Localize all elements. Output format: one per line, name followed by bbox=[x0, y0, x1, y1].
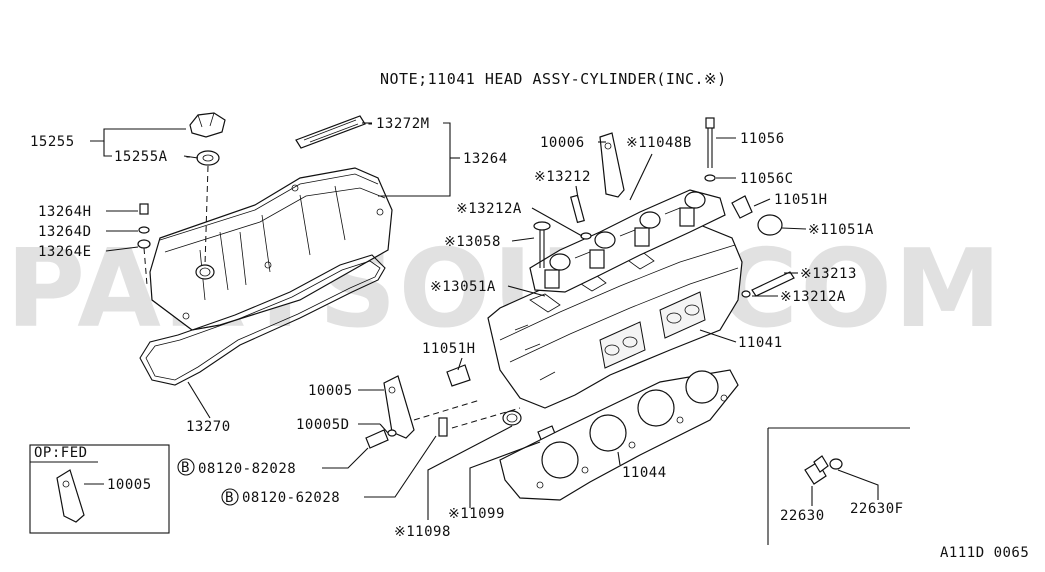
cap-alignment-line bbox=[204, 165, 209, 266]
label-15255[interactable]: 15255 bbox=[30, 134, 75, 150]
label-15255A[interactable]: 15255A bbox=[114, 149, 168, 165]
bolt-badge-circle-2 bbox=[221, 488, 239, 506]
head-bolt[interactable] bbox=[704, 117, 716, 182]
cap-gasket[interactable] bbox=[196, 150, 220, 166]
cover-bolt-parts[interactable] bbox=[137, 203, 151, 249]
temperature-sensor[interactable] bbox=[804, 455, 829, 485]
label-13272M[interactable]: 13272M bbox=[376, 116, 430, 132]
bolt-08120-82028[interactable] bbox=[365, 429, 397, 449]
label-11056[interactable]: 11056 bbox=[740, 131, 785, 147]
label-13212A[interactable]: ※13212A bbox=[456, 201, 522, 217]
label-11048B[interactable]: ※11048B bbox=[626, 135, 692, 151]
leader-lines bbox=[90, 122, 879, 520]
rear-bracket[interactable] bbox=[383, 375, 415, 439]
bolt-badge-2: B bbox=[225, 490, 234, 506]
label-13264[interactable]: 13264 bbox=[463, 151, 508, 167]
head-gasket[interactable] bbox=[499, 369, 739, 501]
diagram-code: A111D 0065 bbox=[940, 545, 1029, 561]
label-10005D[interactable]: 10005D bbox=[296, 417, 350, 433]
option-box-part: 10005 bbox=[107, 477, 152, 493]
part-labels: 15255 15255A - - 13272M 13264 13264H 132… bbox=[30, 116, 1029, 561]
camshaft-rocker-assembly[interactable] bbox=[529, 189, 726, 293]
rocker-cover-gasket[interactable] bbox=[139, 254, 386, 386]
header-note: NOTE;11041 HEAD ASSY-CYLINDER(INC.※) bbox=[380, 70, 727, 88]
label-13212[interactable]: ※13212 bbox=[534, 169, 591, 185]
label-11051A[interactable]: ※11051A bbox=[808, 222, 874, 238]
emblem[interactable] bbox=[295, 115, 366, 149]
bolt-badge-circle bbox=[177, 458, 195, 476]
option-box: OP:FED 10005 bbox=[29, 444, 170, 534]
oil-filler-cap[interactable] bbox=[189, 112, 226, 138]
bracket-alignment-line bbox=[413, 399, 481, 421]
engine-hanger-bracket[interactable] bbox=[599, 132, 625, 198]
option-box-title: OP:FED bbox=[34, 445, 88, 461]
bolt-08120-62028[interactable] bbox=[438, 417, 448, 437]
label-08120-82028[interactable]: 08120-82028 bbox=[198, 461, 296, 477]
label-08120-62028[interactable]: 08120-62028 bbox=[242, 490, 340, 506]
label-11099[interactable]: ※11099 bbox=[448, 506, 505, 522]
stud-13212[interactable] bbox=[570, 194, 592, 240]
bolt2-alignment-line bbox=[451, 407, 521, 429]
label-10005[interactable]: 10005 bbox=[308, 383, 353, 399]
svg-text:-: - bbox=[184, 149, 193, 165]
label-13270[interactable]: 13270 bbox=[186, 419, 231, 435]
svg-text:-: - bbox=[366, 116, 375, 132]
rocker-cover[interactable] bbox=[149, 167, 393, 331]
label-13213[interactable]: ※13213 bbox=[800, 266, 857, 282]
label-13212A-right[interactable]: ※13212A bbox=[780, 289, 846, 305]
label-11044[interactable]: 11044 bbox=[622, 465, 667, 481]
bolt-badge-1: B bbox=[181, 460, 190, 476]
label-13264H[interactable]: 13264H bbox=[38, 204, 92, 220]
label-13058[interactable]: ※13058 bbox=[444, 234, 501, 250]
label-11051H-low[interactable]: 11051H bbox=[422, 341, 476, 357]
label-13264E[interactable]: 13264E bbox=[38, 244, 92, 260]
label-13051A[interactable]: ※13051A bbox=[430, 279, 496, 295]
label-22630[interactable]: 22630 bbox=[780, 508, 825, 524]
label-13264D[interactable]: 13264D bbox=[38, 224, 92, 240]
sensor-washer[interactable] bbox=[829, 458, 843, 470]
label-11051H-top[interactable]: 11051H bbox=[774, 192, 828, 208]
label-11098[interactable]: ※11098 bbox=[394, 524, 451, 540]
label-22630F[interactable]: 22630F bbox=[850, 501, 904, 517]
valve-13058[interactable] bbox=[533, 221, 551, 268]
seal-11099[interactable] bbox=[502, 410, 557, 443]
stud-13213[interactable] bbox=[741, 271, 795, 298]
bolt-alignment-line bbox=[143, 247, 148, 286]
label-11056C[interactable]: 11056C bbox=[740, 171, 794, 187]
cam-plug[interactable] bbox=[731, 195, 783, 236]
label-10006[interactable]: 10006 bbox=[540, 135, 585, 151]
label-11041[interactable]: 11041 bbox=[738, 335, 783, 351]
